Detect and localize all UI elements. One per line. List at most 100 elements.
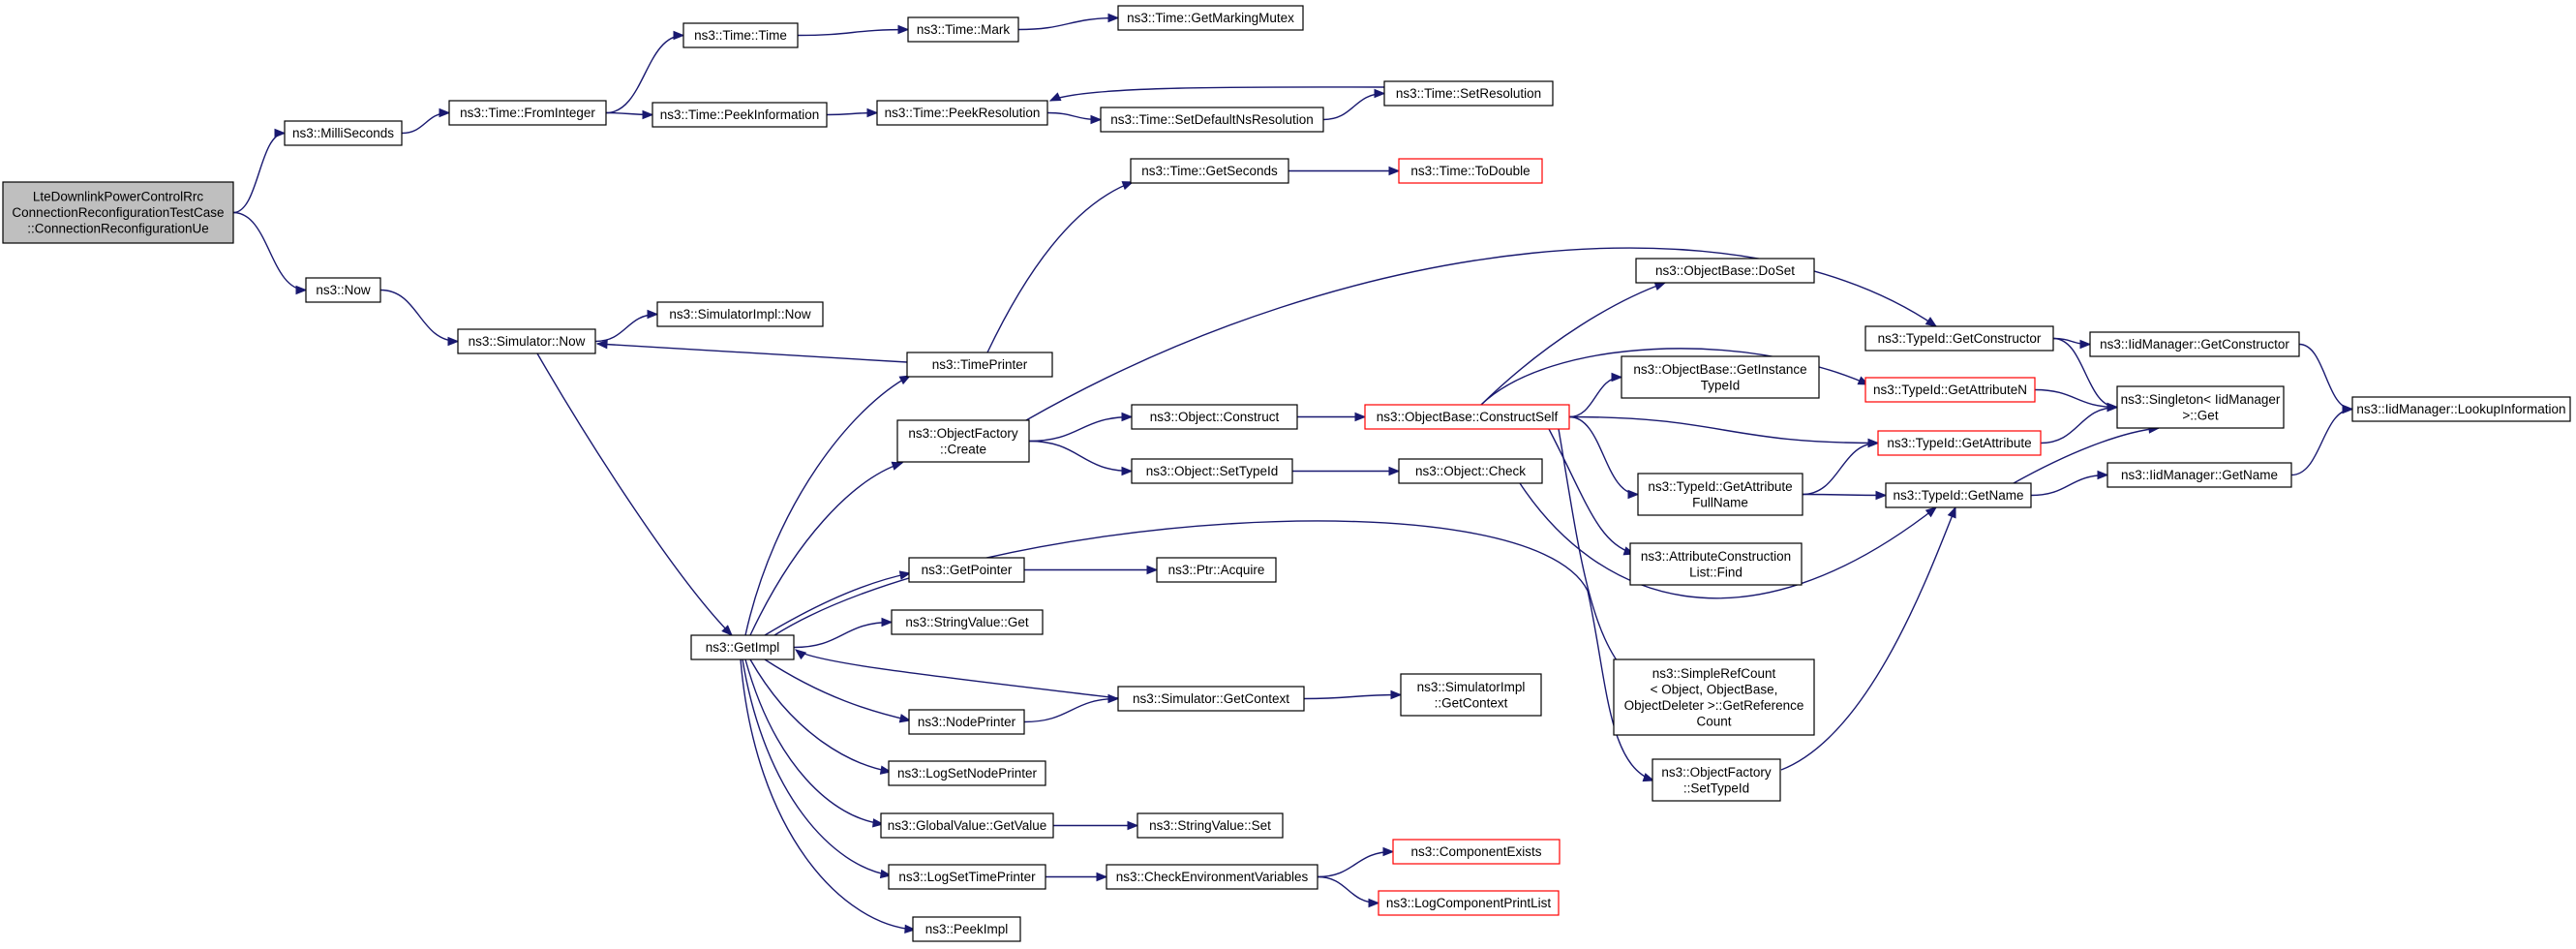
node-checkenv[interactable]: ns3::CheckEnvironmentVariables bbox=[1106, 864, 1318, 890]
node-label: ns3::Object::Check bbox=[1415, 464, 1526, 478]
node-objcheck[interactable]: ns3::Object::Check bbox=[1398, 458, 1543, 484]
edge-getpointer-to-ptracquire bbox=[1024, 565, 1159, 575]
node-typeidgetctor[interactable]: ns3::TypeId::GetConstructor bbox=[1864, 325, 2054, 352]
node-label: ns3::Time::GetSeconds bbox=[1141, 164, 1278, 178]
node-constructself[interactable]: ns3::ObjectBase::ConstructSelf bbox=[1364, 404, 1570, 430]
edge-checkenv-to-compexists bbox=[1317, 846, 1395, 878]
edge-setdefault-to-setres bbox=[1322, 88, 1386, 121]
node-box bbox=[1392, 839, 1561, 865]
node-logcompprint[interactable]: ns3::LogComponentPrintList bbox=[1378, 890, 1560, 916]
node-getimpl[interactable]: ns3::GetImpl bbox=[690, 634, 795, 660]
node-getsec[interactable]: ns3::Time::GetSeconds bbox=[1130, 158, 1289, 184]
node-singleton[interactable]: ns3::Singleton< IidManager >::Get bbox=[2116, 385, 2285, 429]
node-box bbox=[1635, 258, 1815, 284]
node-simgetcontext[interactable]: ns3::Simulator::GetContext bbox=[1117, 686, 1305, 712]
node-iidgetname[interactable]: ns3::IidManager::GetName bbox=[2106, 462, 2292, 488]
node-nodeprinter[interactable]: ns3::NodePrinter bbox=[908, 709, 1025, 735]
node-stringvalueset[interactable]: ns3::StringValue::Set bbox=[1136, 812, 1284, 839]
node-simimplnow[interactable]: ns3::SimulatorImpl::Now bbox=[656, 301, 824, 327]
edge-iidgetctor-to-iidlookup bbox=[2298, 343, 2354, 414]
edge-root-to-now bbox=[232, 211, 308, 295]
node-box bbox=[656, 301, 824, 327]
node-objfactcreate[interactable]: ns3::ObjectFactory::Create bbox=[896, 419, 1030, 463]
node-label: ns3::SimulatorImpl::Now bbox=[669, 307, 811, 321]
edge-setres-to-peekres bbox=[1048, 86, 1385, 102]
node-iidlookup[interactable]: ns3::IidManager::LookupInformation bbox=[2351, 396, 2571, 422]
node-logsetnodeprinter[interactable]: ns3::LogSetNodePrinter bbox=[888, 760, 1046, 786]
node-timeprinter[interactable]: ns3::TimePrinter bbox=[906, 352, 1053, 378]
edge-objfactcreate-to-objconstruct bbox=[1028, 412, 1134, 443]
node-label: ns3::TimePrinter bbox=[932, 357, 1028, 372]
node-peekres[interactable]: ns3::Time::PeekResolution bbox=[876, 100, 1048, 126]
node-timetime[interactable]: ns3::Time::Time bbox=[682, 22, 799, 48]
node-label: ns3::GetImpl bbox=[706, 640, 780, 655]
edge-mark-to-getmarking bbox=[1017, 13, 1120, 31]
edge-objsettypeid-to-objcheck bbox=[1292, 466, 1401, 476]
node-objfactsettypeid[interactable]: ns3::ObjectFactory::SetTypeId bbox=[1652, 758, 1781, 802]
node-objconstruct[interactable]: ns3::Object::Construct bbox=[1131, 404, 1298, 430]
node-compexists[interactable]: ns3::ComponentExists bbox=[1392, 839, 1561, 865]
node-box bbox=[1652, 758, 1781, 802]
edge-getimpl-to-globalvalueget bbox=[744, 658, 885, 828]
node-peekimpl[interactable]: ns3::PeekImpl bbox=[912, 916, 1021, 942]
node-fromint[interactable]: ns3::Time::FromInteger bbox=[448, 100, 607, 126]
node-typeidgetattr[interactable]: ns3::TypeId::GetAttribute bbox=[1877, 430, 2042, 456]
node-simimplgetcontext[interactable]: ns3::SimulatorImpl::GetContext bbox=[1400, 673, 1542, 717]
edge-milli-to-fromint bbox=[401, 107, 451, 135]
edge-objfactcreate-to-objsettypeid bbox=[1028, 440, 1134, 476]
node-label: ns3::ObjectFactory bbox=[908, 426, 1018, 441]
node-label: ns3::Time::PeekResolution bbox=[885, 106, 1041, 120]
node-setdefault[interactable]: ns3::Time::SetDefaultNsResolution bbox=[1100, 107, 1324, 133]
node-label: ns3::IidManager::GetName bbox=[2121, 468, 2278, 482]
edge-constructself-to-typeidgetattrfull bbox=[1568, 415, 1640, 500]
edge-root-to-milli bbox=[232, 128, 287, 214]
node-box bbox=[908, 709, 1025, 735]
node-label: ::SetTypeId bbox=[1683, 781, 1749, 795]
node-root[interactable]: LteDownlinkPowerControlRrcConnectionReco… bbox=[2, 181, 234, 244]
node-ptracquire[interactable]: ns3::Ptr::Acquire bbox=[1156, 557, 1277, 583]
node-box bbox=[2, 181, 234, 244]
node-label: ns3::Time::ToDouble bbox=[1410, 164, 1530, 178]
node-simnow[interactable]: ns3::Simulator::Now bbox=[457, 328, 596, 354]
node-box bbox=[896, 419, 1030, 463]
node-stringvalueget[interactable]: ns3::StringValue::Get bbox=[891, 609, 1044, 635]
node-now[interactable]: ns3::Now bbox=[305, 277, 381, 303]
node-label: ns3::GlobalValue::GetValue bbox=[888, 818, 1047, 833]
edge-objfactcreate-to-typeidgetctor bbox=[1025, 247, 1938, 421]
node-mark[interactable]: ns3::Time::Mark bbox=[907, 16, 1019, 43]
node-box bbox=[2089, 331, 2300, 357]
node-peekinfo[interactable]: ns3::Time::PeekInformation bbox=[652, 102, 828, 128]
node-getpointer[interactable]: ns3::GetPointer bbox=[908, 557, 1025, 583]
node-box bbox=[448, 100, 607, 126]
node-label: ns3::StringValue::Get bbox=[905, 615, 1029, 629]
node-todouble[interactable]: ns3::Time::ToDouble bbox=[1398, 158, 1543, 184]
node-label: ns3::SimpleRefCount bbox=[1652, 666, 1776, 681]
node-box bbox=[1398, 158, 1543, 184]
node-label: ns3::Simulator::Now bbox=[469, 334, 586, 349]
node-typeidgetattrn[interactable]: ns3::TypeId::GetAttributeN bbox=[1864, 377, 2036, 403]
node-box bbox=[888, 864, 1046, 890]
node-label: ns3::IidManager::LookupInformation bbox=[2356, 402, 2565, 416]
node-box bbox=[1100, 107, 1324, 133]
edge-simgetcontext-to-simimplgetcontext bbox=[1303, 689, 1403, 700]
node-objsettypeid[interactable]: ns3::Object::SetTypeId bbox=[1131, 458, 1293, 484]
node-typeidgetname[interactable]: ns3::TypeId::GetName bbox=[1885, 482, 2032, 508]
node-logsettimeprinter[interactable]: ns3::LogSetTimePrinter bbox=[888, 864, 1046, 890]
node-milli[interactable]: ns3::MilliSeconds bbox=[284, 120, 403, 146]
node-setres[interactable]: ns3::Time::SetResolution bbox=[1383, 80, 1554, 107]
node-iidgetctor[interactable]: ns3::IidManager::GetConstructor bbox=[2089, 331, 2300, 357]
edge-getimpl-to-peekimpl bbox=[740, 658, 917, 934]
edge-getsec-to-todouble bbox=[1288, 166, 1401, 176]
node-doset[interactable]: ns3::ObjectBase::DoSet bbox=[1635, 258, 1815, 284]
node-simplerefcount[interactable]: ns3::SimpleRefCount< Object, ObjectBase,… bbox=[1613, 658, 1815, 736]
edge-simnow-to-simimplnow bbox=[594, 309, 659, 343]
node-globalvalueget[interactable]: ns3::GlobalValue::GetValue bbox=[880, 812, 1054, 839]
node-label: ns3::ObjectBase::ConstructSelf bbox=[1377, 410, 1559, 424]
node-box bbox=[1156, 557, 1277, 583]
node-getmarking[interactable]: ns3::Time::GetMarkingMutex bbox=[1117, 5, 1304, 31]
node-label: ns3::GetPointer bbox=[922, 563, 1013, 577]
edge-typeidgetattrn-to-singleton bbox=[2034, 388, 2119, 413]
